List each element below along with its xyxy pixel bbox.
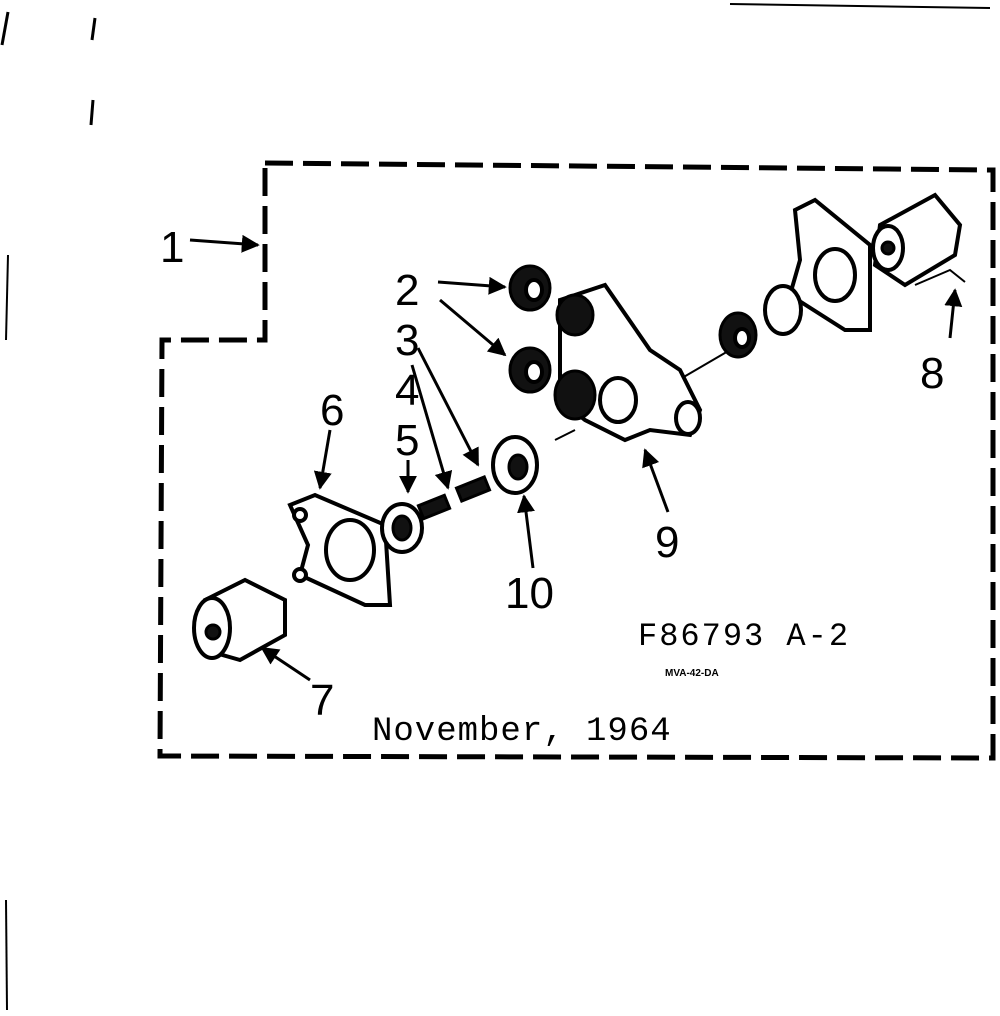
scan-marks: [0, 3, 991, 1011]
nut-lower: [508, 346, 552, 394]
callout-7: 7: [310, 676, 334, 725]
callout-1: 1: [160, 223, 184, 272]
callout-10: 10: [505, 569, 554, 618]
callout-3: 3: [395, 316, 419, 365]
mounting-bracket-right: [763, 197, 872, 336]
valve-body: [553, 282, 703, 443]
callout-9: 9: [655, 518, 679, 567]
model-code: MVA-42-DA: [665, 668, 719, 679]
leader-lines: [189, 234, 963, 682]
grommet: [491, 435, 539, 495]
nut-upper: [508, 264, 552, 312]
valve-seat-washer: [380, 502, 424, 554]
spring: [416, 493, 452, 521]
drawing-number: F86793 A-2: [638, 618, 850, 655]
washer-right: [718, 311, 758, 359]
callout-6: 6: [320, 386, 344, 435]
mounting-bracket-left: [287, 492, 393, 607]
callout-8: 8: [920, 349, 944, 398]
callout-4: 4: [395, 366, 419, 415]
callout-5: 5: [395, 416, 419, 465]
plunger: [454, 474, 492, 504]
motor-right: [871, 192, 966, 288]
drawing-date: November, 1964: [372, 713, 672, 751]
callout-2: 2: [395, 266, 419, 315]
motor-left: [192, 577, 287, 663]
dashed-boundary: [157, 160, 996, 761]
